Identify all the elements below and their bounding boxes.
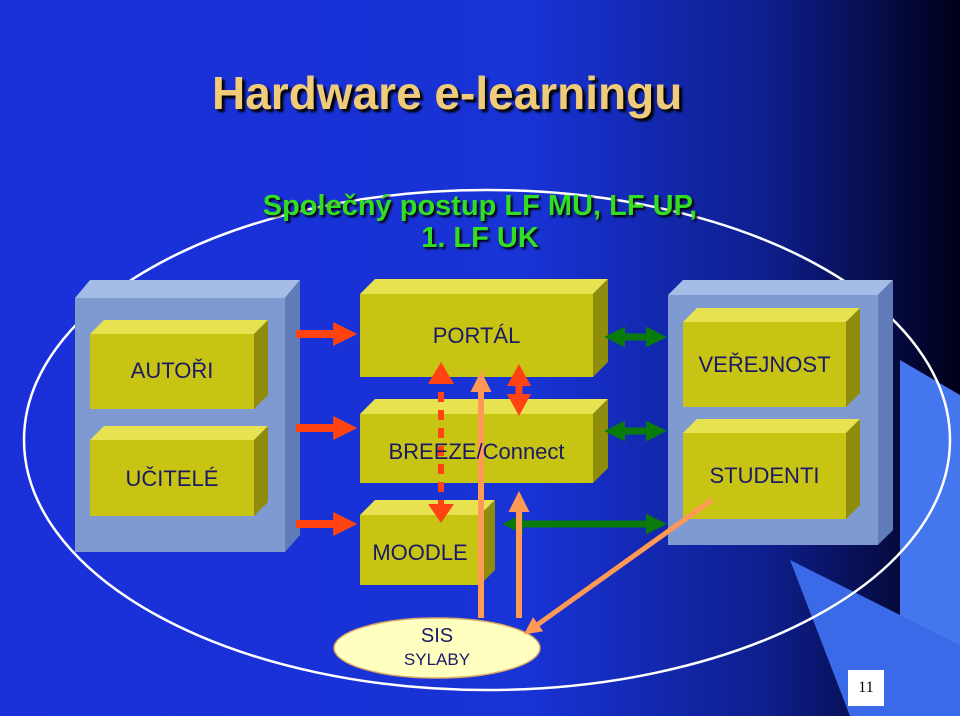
slide-title: Hardware e-learningu (212, 67, 683, 119)
page-number: 11 (848, 670, 884, 706)
box-breeze (360, 399, 608, 483)
label-verejnost: VEŘEJNOST (698, 352, 831, 377)
label-studenti: STUDENTI (709, 463, 820, 488)
arrow-orange-diagonal (523, 497, 714, 635)
arrow-red-dashed-head-down (428, 504, 454, 523)
box-ucitele (90, 426, 268, 516)
label-autori: AUTOŘI (130, 358, 214, 383)
box-studenti (683, 419, 860, 519)
label-portal: PORTÁL (432, 323, 521, 348)
oval-label-sis: SIS (420, 625, 454, 647)
label-moodle: MOODLE (372, 540, 468, 565)
arrow-red-dashed-head-up (428, 362, 454, 384)
decor-wedge-lower (790, 560, 960, 716)
oval-label-sylaby: SYLABY (403, 650, 471, 669)
arrow-red-short-head-up (507, 364, 531, 386)
box-autori (90, 320, 268, 409)
box-verejnost (683, 308, 860, 407)
subtitle-line-2: 1. LF UK (421, 222, 539, 254)
label-breeze: BREEZE/Connect (388, 439, 565, 464)
outline-ellipse (22, 188, 952, 692)
box-portal (360, 279, 608, 377)
label-ucitele: UČITELÉ (125, 466, 219, 491)
subtitle-line-1: Společný postup LF MU, LF UP, (262, 190, 698, 222)
oval-sis (333, 617, 541, 679)
arrow-red-short-head-down (507, 394, 531, 416)
slide-subtitle: Společný postup LF MU, LF UP, 1. LF UK (200, 190, 760, 254)
